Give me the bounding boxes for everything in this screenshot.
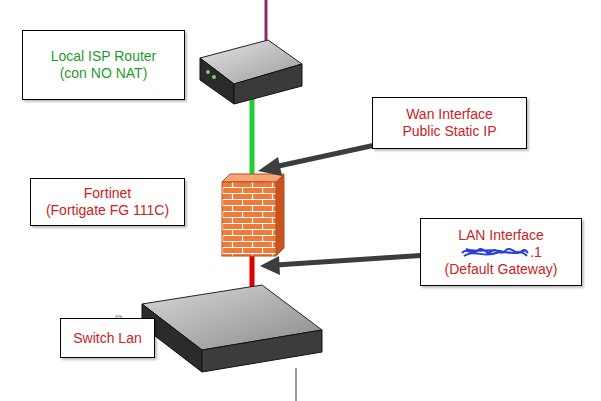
label-box: Local ISP Router(con NO NAT) xyxy=(22,30,185,100)
router-icon xyxy=(200,40,302,104)
wan-wire xyxy=(250,98,255,177)
callout-arrow xyxy=(258,144,380,176)
label-box: Switch Lan xyxy=(60,318,155,358)
box-label: LAN Interface xyxy=(458,227,544,244)
redaction-scribble xyxy=(460,244,530,260)
firewall-icon xyxy=(222,174,284,256)
box-label: Public Static IP xyxy=(402,123,496,140)
label-box: Fortinet(Fortigate FG 111C) xyxy=(30,178,185,226)
box-label: (Fortigate FG 111C) xyxy=(46,202,169,219)
box-label: Switch Lan xyxy=(73,330,141,347)
box-label: Local ISP Router xyxy=(51,48,157,65)
address-row: .1 xyxy=(460,244,542,261)
box-label: .1 xyxy=(530,244,542,261)
box-label: (con NO NAT) xyxy=(60,65,148,82)
uplink-wire xyxy=(265,0,268,46)
callout-arrow xyxy=(260,255,428,275)
downlink-wire xyxy=(295,368,297,401)
box-label: (Default Gateway) xyxy=(445,261,558,278)
label-box: Wan InterfacePublic Static IP xyxy=(372,97,527,149)
box-label: Wan Interface xyxy=(406,106,493,123)
box-label: Fortinet xyxy=(84,185,131,202)
label-box: LAN Interface.1(Default Gateway) xyxy=(420,218,582,286)
